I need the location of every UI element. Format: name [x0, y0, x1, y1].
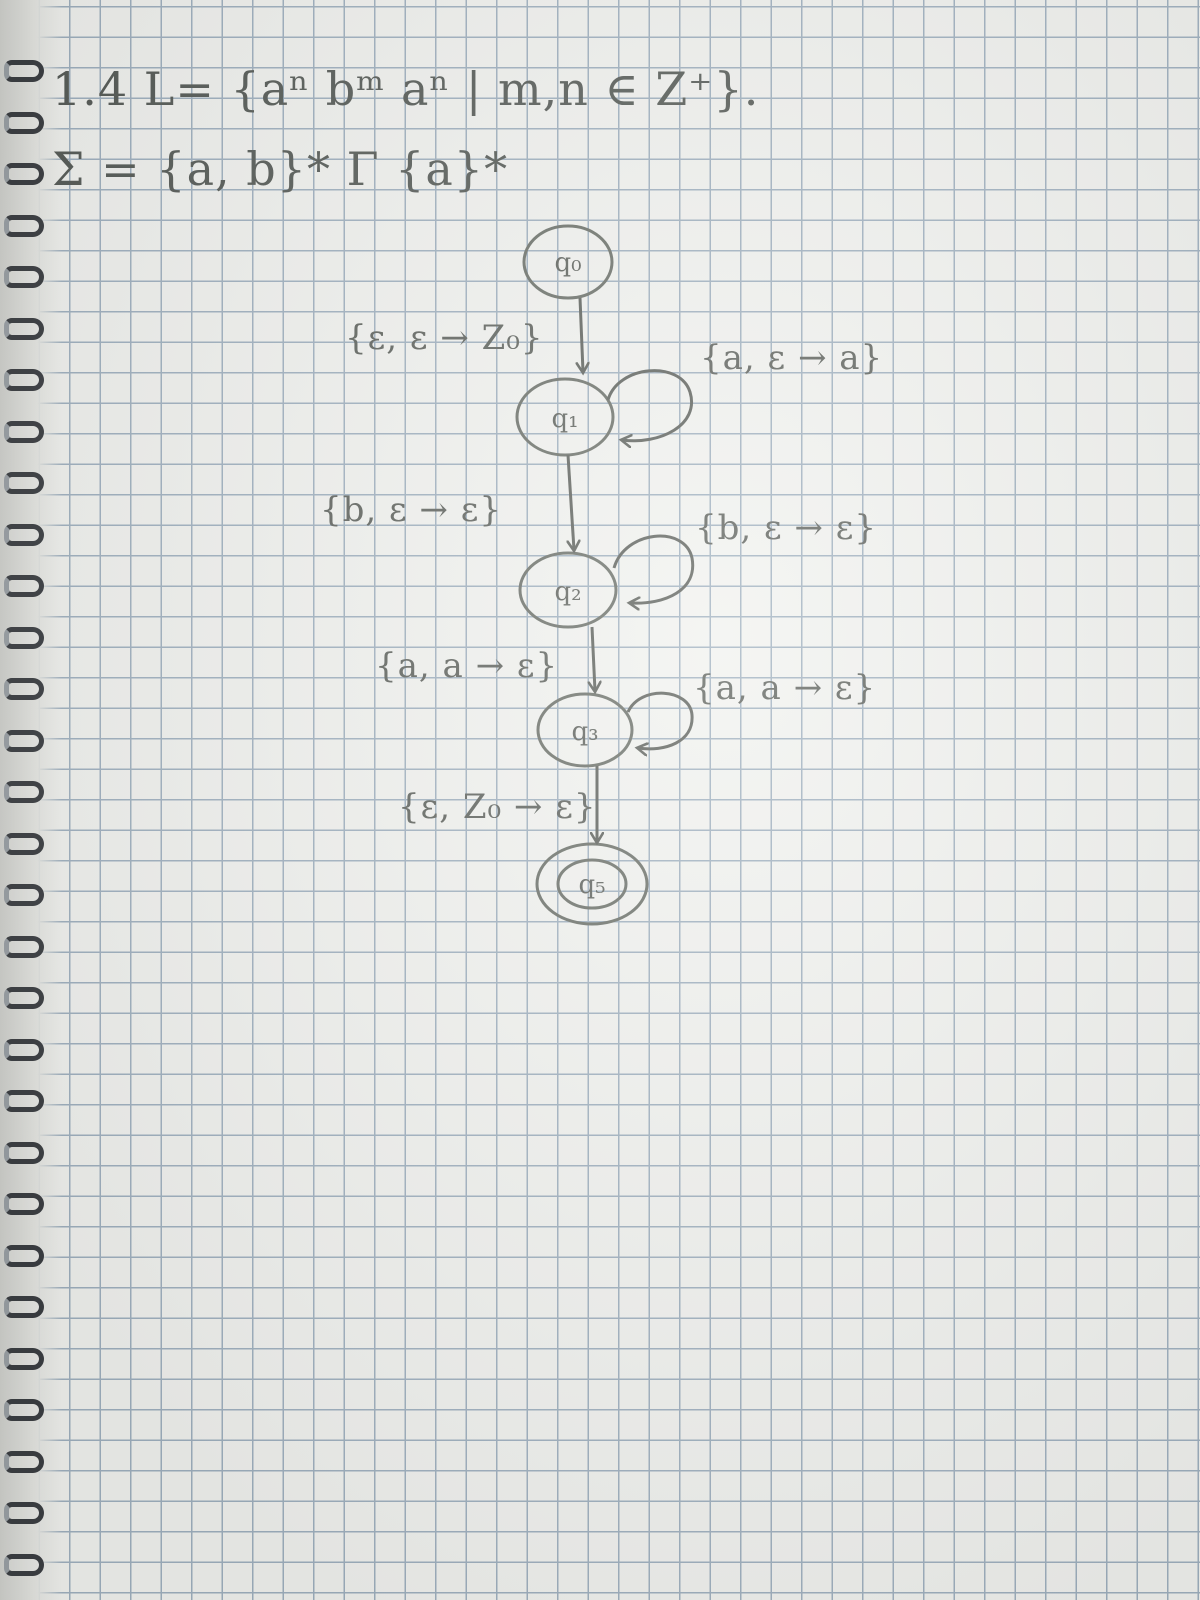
state-q2: q₂ [518, 551, 618, 629]
spiral-ring [4, 1399, 44, 1421]
spiral-ring [4, 1502, 44, 1524]
state-q3-name: q₃ [571, 717, 598, 747]
spiral-ring [4, 214, 44, 237]
spiral-ring [4, 317, 44, 340]
spiral-ring [4, 678, 44, 700]
state-q1-name: q₁ [551, 404, 578, 434]
spiral-ring [4, 1244, 44, 1267]
spiral-ring [4, 987, 44, 1009]
spiral-ring [4, 1090, 44, 1112]
self-loop-q1 [606, 369, 694, 441]
spiral-ring [4, 729, 44, 752]
spiral-ring [4, 266, 44, 288]
state-q3: q₃ [536, 692, 634, 768]
spiral-ring [4, 163, 44, 185]
alphabet-definition: Σ = {a, b}* Γ {a}* [52, 142, 509, 196]
spiral-ring [4, 369, 44, 391]
spiral-ring [4, 472, 44, 494]
spiral-ring [4, 626, 44, 649]
spiral-ring [4, 1296, 44, 1318]
spiral-ring [4, 1347, 44, 1370]
spiral-ring [4, 111, 44, 134]
label-q3-q5: {ε, Z₀ → ε} [398, 787, 597, 827]
state-q5-name: q₅ [578, 870, 605, 900]
spiral-ring [4, 575, 44, 597]
arrow-q2-q3 [592, 626, 595, 691]
arrow-q0-q1 [580, 297, 583, 372]
spiral-ring [4, 1141, 44, 1164]
label-q0-q1: {ε, ε → Z₀} [345, 318, 544, 358]
spiral-ring [4, 884, 44, 906]
arrow-q1-q2 [568, 454, 574, 550]
spiral-ring [4, 1038, 44, 1061]
self-loop-q2 [612, 534, 695, 603]
state-q0-name: q₀ [554, 248, 581, 278]
spiral-ring [4, 832, 44, 855]
label-q3-loop: {a, a → ε} [693, 668, 877, 708]
language-definition: 1.4 L= {aⁿ bᵐ aⁿ | m,n ∈ Z⁺}. [52, 62, 760, 116]
spiral-ring [4, 1450, 44, 1473]
state-q0: q₀ [522, 224, 614, 300]
label-q1-loop: {a, ε → a} [700, 338, 884, 378]
spiral-ring [4, 1553, 44, 1576]
spiral-ring [4, 935, 44, 958]
spiral-binding [0, 0, 62, 1600]
state-q5-accepting: q₅ [535, 842, 649, 926]
label-q2-q3: {a, a → ε} [375, 646, 559, 686]
label-q2-loop: {b, ε → ε} [695, 508, 877, 548]
spiral-ring [4, 523, 44, 546]
state-q2-name: q₂ [554, 577, 581, 607]
spiral-ring [4, 1193, 44, 1215]
spiral-ring [4, 60, 44, 82]
spiral-ring [4, 781, 44, 803]
state-q1: q₁ [515, 377, 615, 457]
spiral-ring [4, 420, 44, 443]
label-q1-q2: {b, ε → ε} [320, 490, 502, 530]
self-loop-q3 [626, 691, 694, 749]
